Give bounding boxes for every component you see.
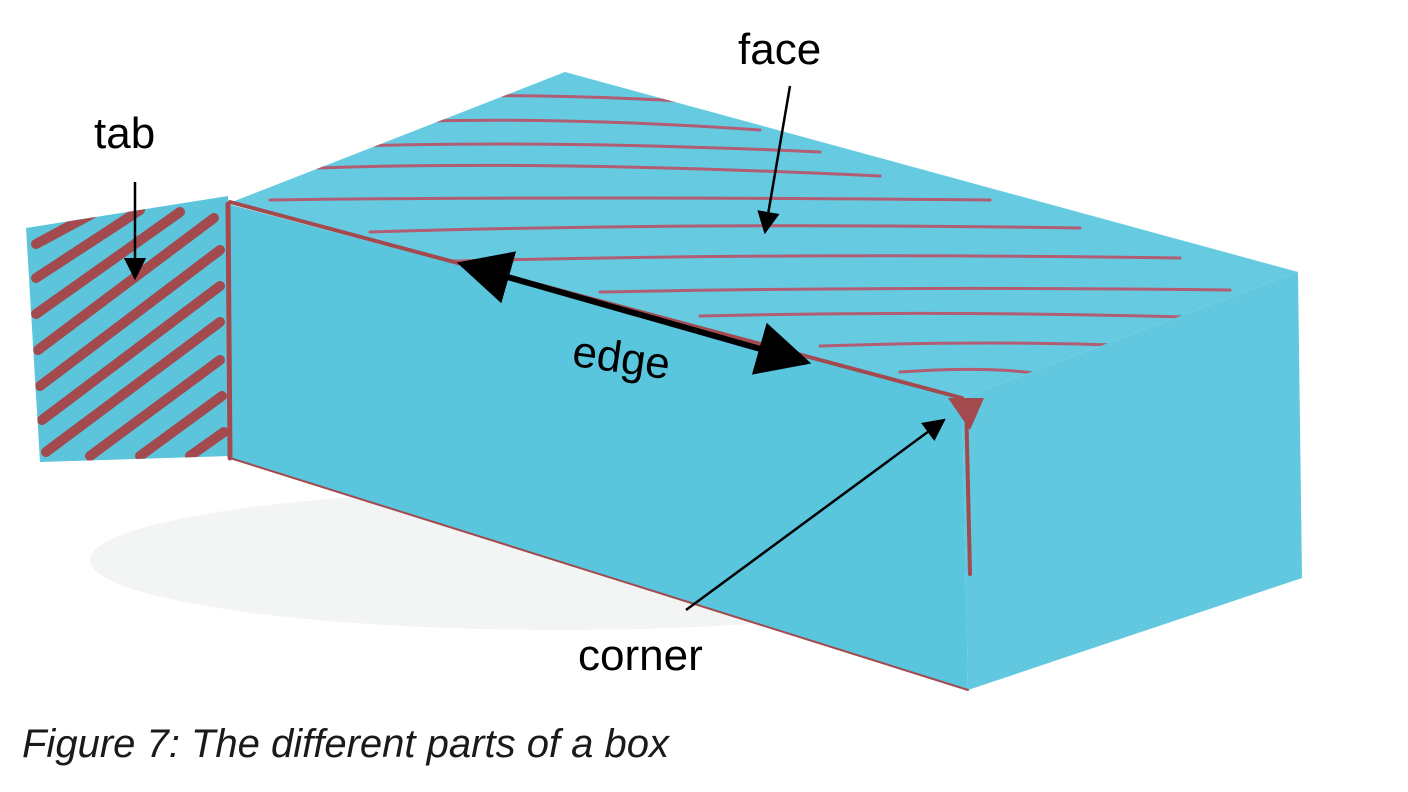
- tab-hatching: [31, 205, 229, 461]
- tab-flap: [26, 196, 230, 462]
- annotation-arrows: [123, 85, 946, 612]
- corner-label: corner: [578, 631, 703, 680]
- face-arrow: [757, 85, 792, 235]
- tab-label: tab: [94, 109, 156, 158]
- front-face: [228, 204, 968, 690]
- face-label: face: [738, 25, 822, 74]
- edge-arrow: [456, 251, 812, 375]
- corner-marker: [948, 398, 984, 430]
- corner-arrow: [685, 418, 946, 612]
- figure-caption: Figure 7: The different parts of a box: [22, 722, 670, 766]
- end-face: [962, 272, 1302, 690]
